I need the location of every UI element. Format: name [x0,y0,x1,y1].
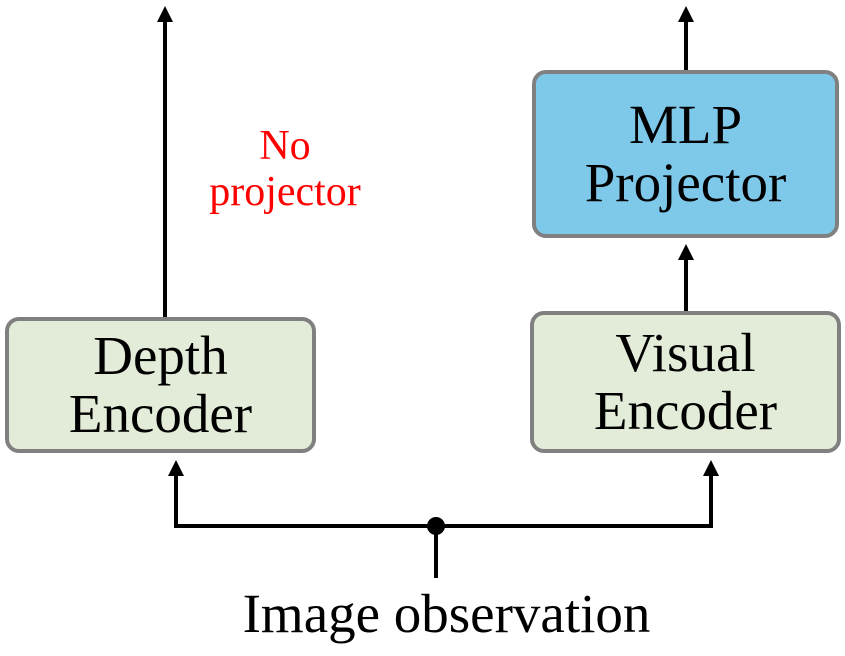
mlp-projector-label-line2: Projector [584,152,787,213]
depth-encoder-box: Depth Encoder [5,317,316,453]
visual-encoder-label-line2: Encoder [593,380,778,441]
depth-encoder-label-line2: Encoder [68,383,253,444]
no-projector-line2: projector [209,169,361,216]
visual-encoder-label-line1: Visual [615,321,756,383]
image-observation-label: Image observation [242,583,651,644]
mlp-projector-box: MLP Projector [532,70,839,238]
mlp-projector-label-line1: MLP [628,93,743,155]
depth-encoder-label-line1: Depth [93,324,228,386]
no-projector-line1: No [259,123,311,169]
no-projector-annotation: No projector [175,123,395,215]
junction-dot [427,517,445,535]
visual-encoder-box: Visual Encoder [530,311,841,453]
